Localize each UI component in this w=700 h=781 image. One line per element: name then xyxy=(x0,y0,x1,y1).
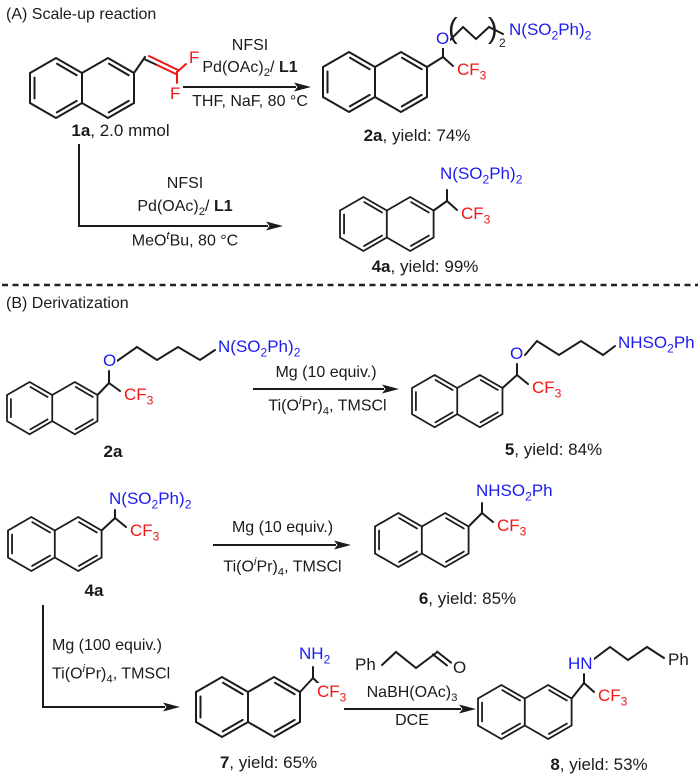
reaction-arrow-6 xyxy=(344,704,476,714)
reaction-arrow-5 xyxy=(42,605,180,712)
reagent-ti-3: Ti(OiPr)4, TMSCl xyxy=(52,663,171,686)
dashed-divider xyxy=(2,283,698,287)
structure-1a: F F xyxy=(28,40,243,145)
reagent-mg-1: Mg (10 equiv.) xyxy=(275,364,377,381)
carbonyl-oxygen-label: O xyxy=(452,658,468,677)
reagent-pd-l1-2: Pd(OAc)2/ L1 xyxy=(137,198,233,219)
compound-label-2a: 2a, yield: 74% xyxy=(363,126,471,145)
structure-5-skeleton xyxy=(411,339,616,429)
cf3-label: CF3 xyxy=(496,516,528,539)
reaction-arrow-4 xyxy=(213,540,351,550)
compound-label-2a-start: 2a xyxy=(103,442,123,461)
structure-2a-product: O ( ) 2 N(SO2Ph)2 CF3 xyxy=(320,8,680,148)
structure-4a-product: N(SO2Ph)2 CF3 xyxy=(335,150,685,270)
sulfonamide-label: N(SO2Ph)2 xyxy=(509,20,592,43)
cf3-label: CF3 xyxy=(456,60,488,83)
reaction-arrow-2 xyxy=(78,144,283,231)
structure-2a-start-skeleton xyxy=(6,345,216,436)
structure-2a-skeleton xyxy=(322,25,504,113)
phenyl-label: Ph xyxy=(354,655,377,674)
reagent-nfsi-1: NFSI xyxy=(231,37,269,54)
structure-4a-start: N(SO2Ph)2 CF3 xyxy=(5,480,225,605)
cf3-label: CF3 xyxy=(316,682,348,705)
solvent-dce: DCE xyxy=(395,712,429,729)
fluorine-top-label: F xyxy=(188,48,201,67)
reagent-nfsi-2: NFSI xyxy=(166,175,204,192)
structure-5: O NHSO2Ph CF3 xyxy=(408,330,700,460)
oxygen-label: O xyxy=(102,351,118,370)
structure-2a-start: O N(SO2Ph)2 CF3 xyxy=(5,325,355,460)
structure-4a-start-skeleton xyxy=(7,509,127,572)
reagent-nabh: NaBH(OAc)3 xyxy=(366,684,458,705)
structure-6-skeleton xyxy=(374,502,494,568)
structure-8-skeleton xyxy=(477,645,665,740)
structure-6: NHSO2Ph CF3 xyxy=(370,465,615,610)
cf3-label: CF3 xyxy=(129,521,161,544)
section-a-title: (A) Scale-up reaction xyxy=(6,6,157,23)
bracket-subscript: 2 xyxy=(499,36,506,50)
amine-label: NH2 xyxy=(298,644,332,667)
cf3-label: CF3 xyxy=(531,378,563,401)
compound-label-1a: 1a, 2.0 mmol xyxy=(71,121,170,140)
reagent-pd-l1-1: Pd(OAc)2/ L1 xyxy=(202,59,298,80)
structure-4a-skeleton xyxy=(339,189,458,252)
compound-label-5: 5, yield: 84% xyxy=(504,440,603,459)
reaction-arrow-1 xyxy=(183,82,311,92)
reaction-arrow-3 xyxy=(253,384,399,394)
compound-label-6: 6, yield: 85% xyxy=(418,589,517,608)
reagent-ti-1: Ti(OiPr)4, TMSCl xyxy=(268,395,387,418)
conditions-2: MeOtBu, 80 °C xyxy=(131,230,239,250)
oxygen-label: O xyxy=(435,29,451,48)
compound-label-4a: 4a, yield: 99% xyxy=(371,257,479,276)
bracket-open: ( xyxy=(448,13,458,45)
sulfonamide-label: N(SO2Ph)2 xyxy=(218,337,301,360)
vinyl-difluoride-bonds xyxy=(148,55,187,84)
reagent-ti-2: Ti(OiPr)4, TMSCl xyxy=(223,556,342,579)
structure-hydrocinnamaldehyde: Ph O xyxy=(354,645,479,685)
aldehyde-skeleton xyxy=(381,650,453,670)
sulfonamide-label: NHSO2Ph xyxy=(476,481,553,504)
section-b-title: (B) Derivatization xyxy=(6,295,129,312)
cf3-label: CF3 xyxy=(460,204,492,227)
cf3-label: CF3 xyxy=(597,686,629,709)
bracket-close: ) xyxy=(488,13,498,45)
compound-label-8: 8, yield: 53% xyxy=(550,755,648,774)
amine-label: HN xyxy=(567,654,594,673)
reagent-mg-3: Mg (100 equiv.) xyxy=(52,637,162,654)
sulfonamide-label: NHSO2Ph xyxy=(618,333,695,356)
fluorine-bottom-label: F xyxy=(169,84,182,103)
structure-7: NH2 CF3 xyxy=(188,633,373,753)
structure-1a-skeleton xyxy=(29,55,187,119)
phenyl-label: Ph xyxy=(667,650,690,669)
compound-label-7: 7, yield: 65% xyxy=(219,753,318,772)
sulfonamide-label: N(SO2Ph)2 xyxy=(109,489,192,512)
sulfonamide-label: N(SO2Ph)2 xyxy=(440,164,523,187)
conditions-1: THF, NaF, 80 °C xyxy=(192,93,308,110)
oxygen-label: O xyxy=(509,344,525,363)
structure-8: HN Ph CF3 xyxy=(475,633,700,753)
compound-label-4a-start: 4a xyxy=(84,581,104,600)
reagent-mg-2: Mg (10 equiv.) xyxy=(231,519,334,536)
cf3-label: CF3 xyxy=(123,385,155,408)
